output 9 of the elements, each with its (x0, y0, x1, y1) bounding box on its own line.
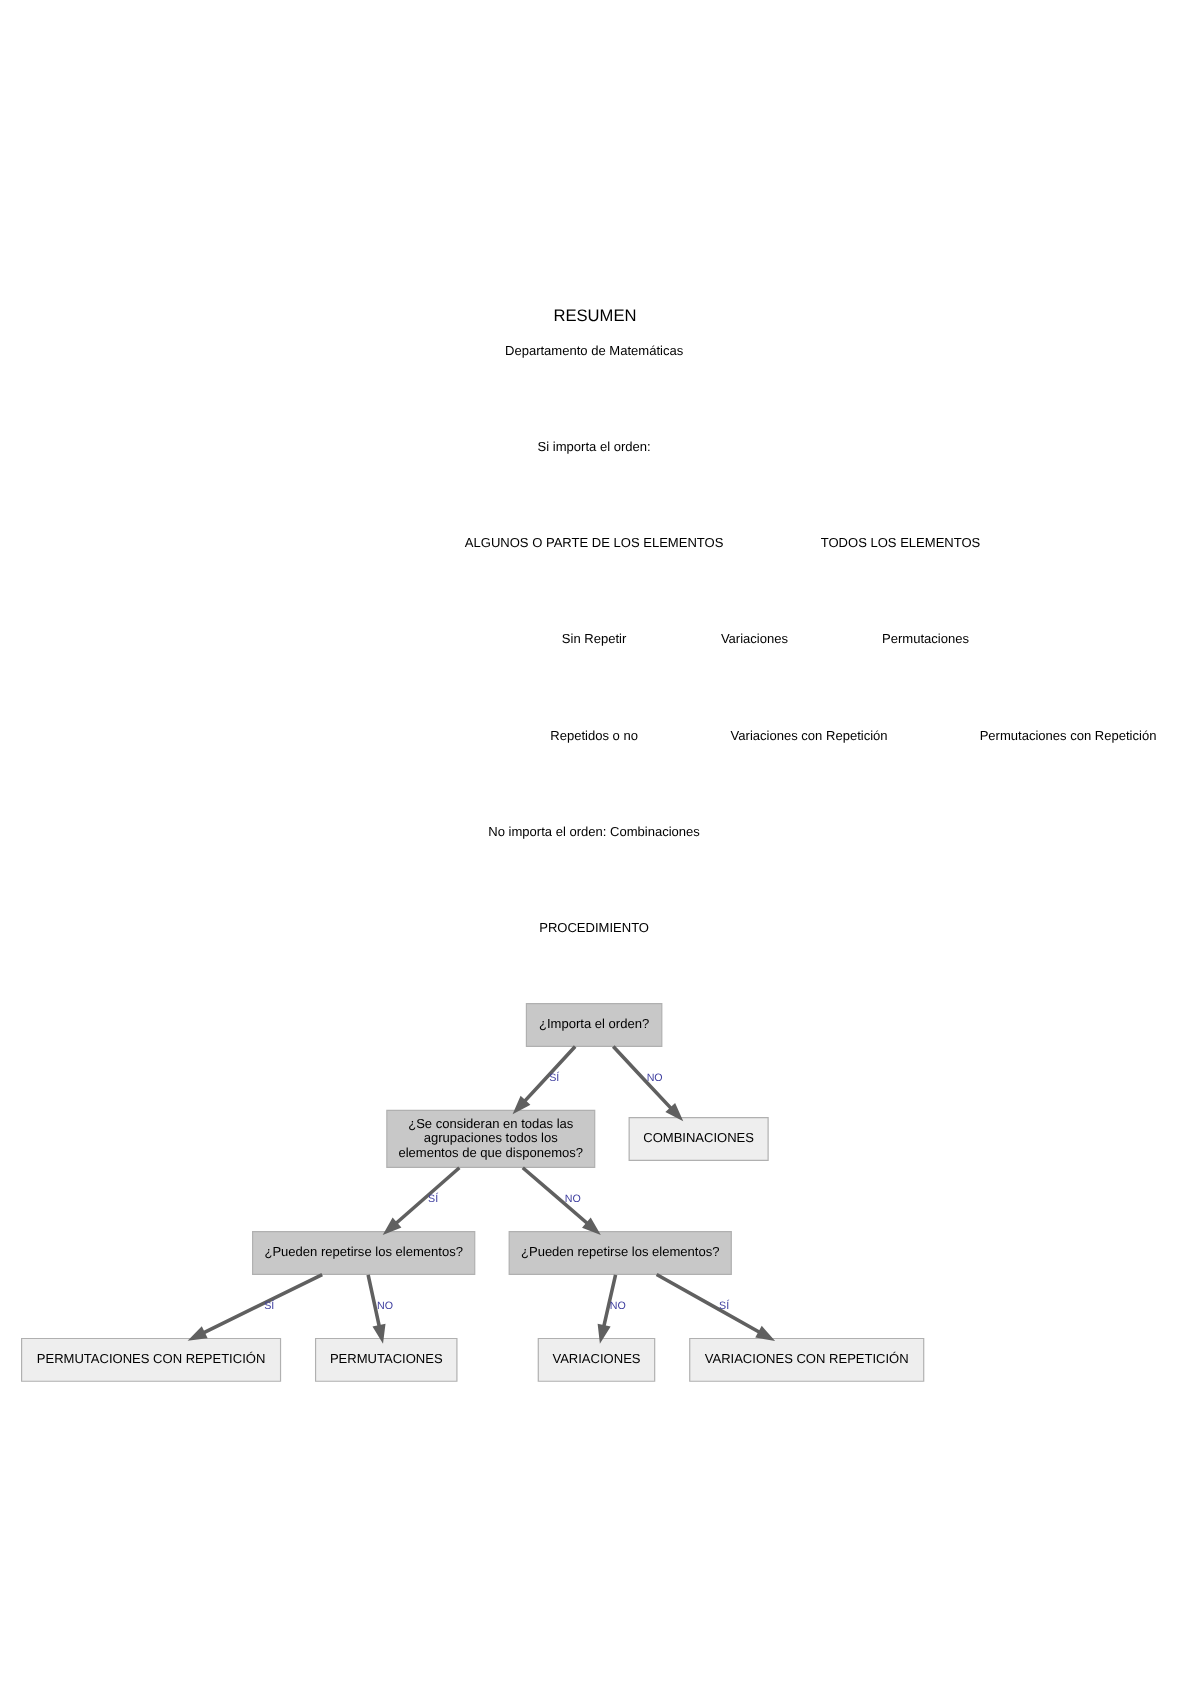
diagram-title: RESUMEN (553, 304, 637, 325)
arrow (597, 1274, 618, 1344)
arrow (655, 1273, 776, 1341)
arrow (187, 1272, 323, 1341)
arrow (382, 1166, 461, 1236)
arrow (611, 1045, 684, 1122)
arrow (521, 1166, 601, 1236)
arrow (512, 1045, 577, 1115)
arrow (366, 1274, 386, 1344)
